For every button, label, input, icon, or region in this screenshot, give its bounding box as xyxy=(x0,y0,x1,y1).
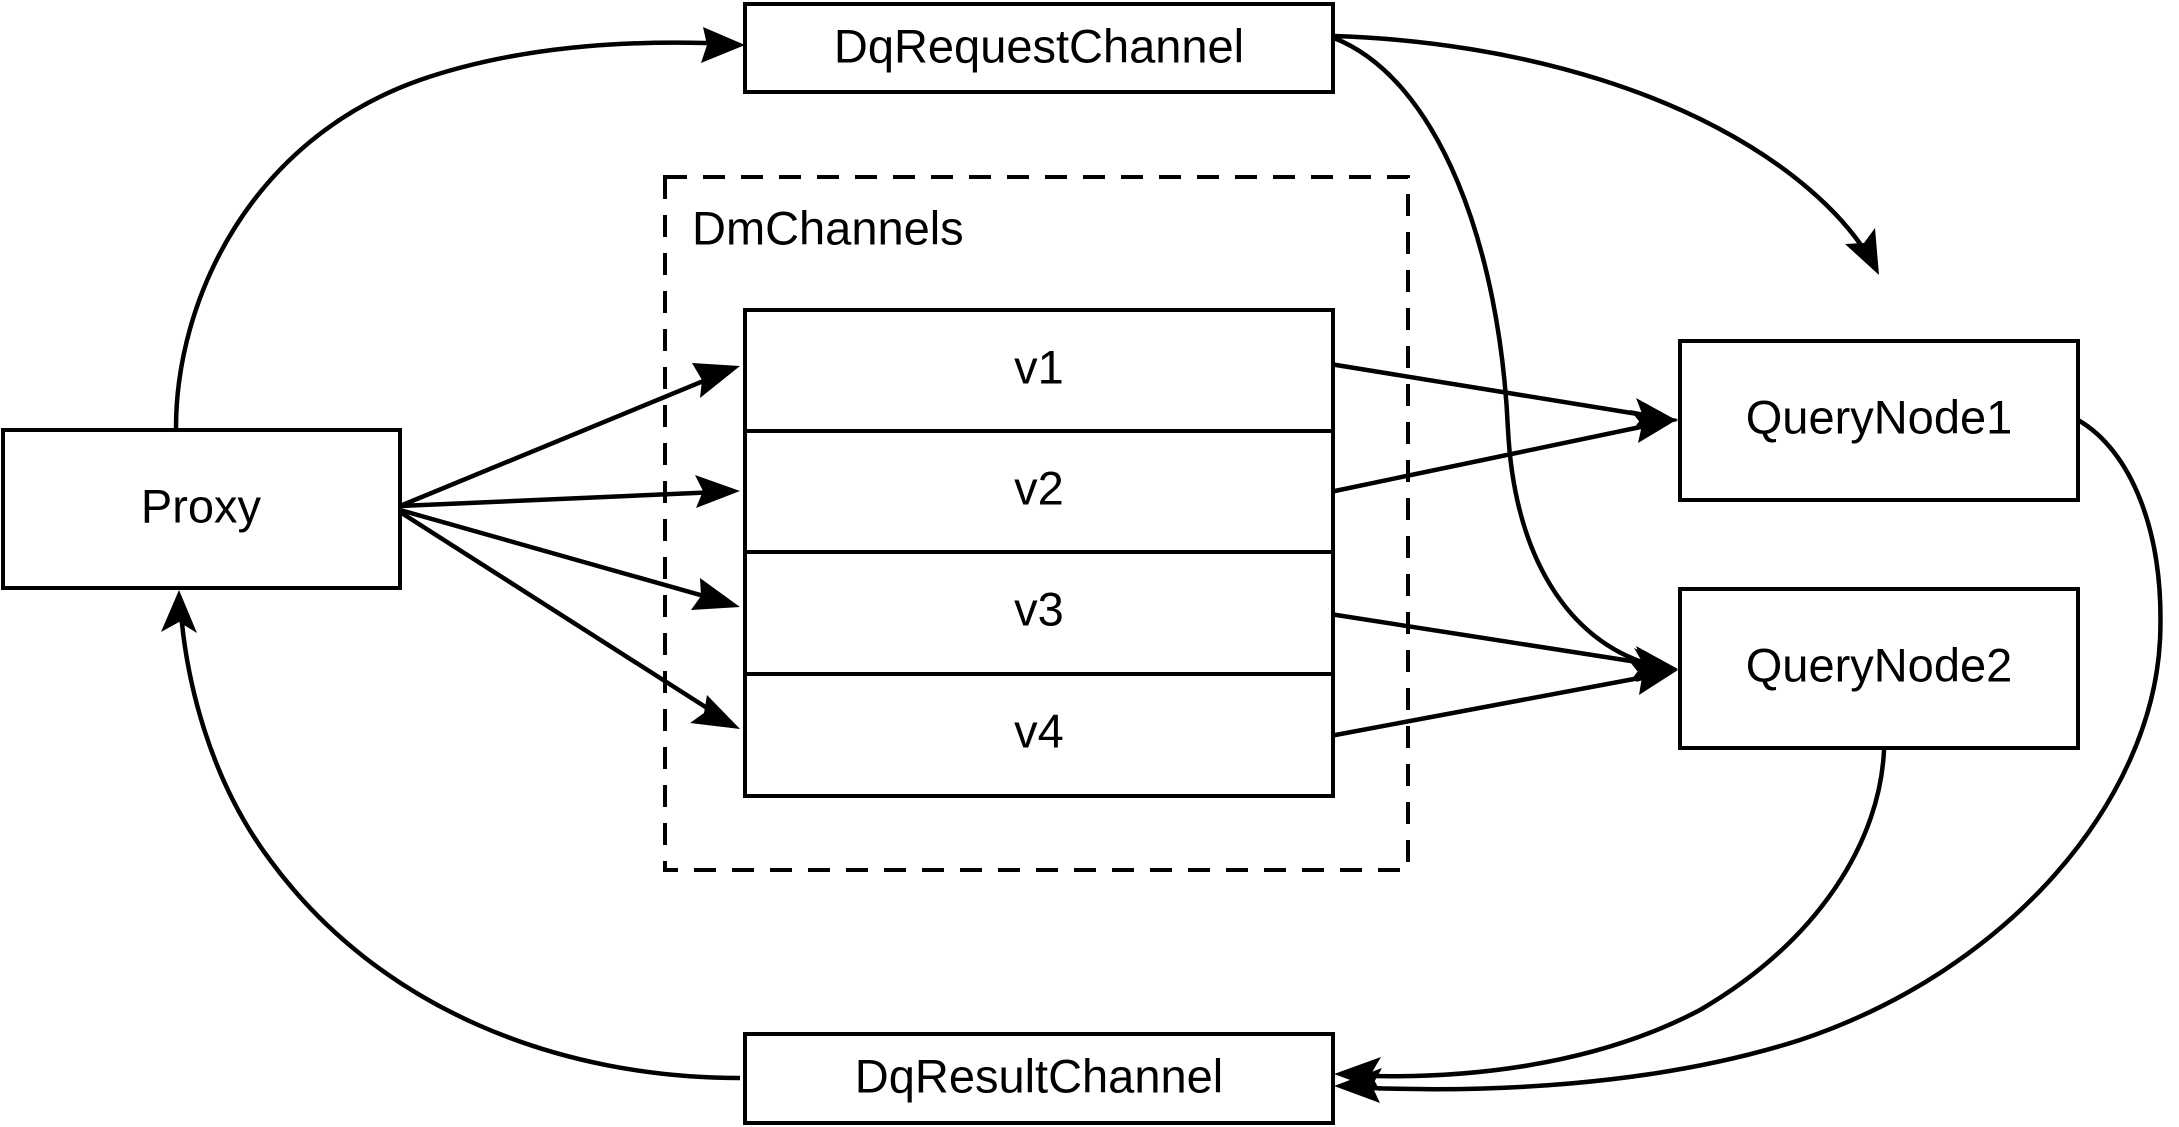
edge-querynode2-to-dqresultchannel xyxy=(1334,749,1887,1091)
channel-item-v1[interactable]: v1 xyxy=(1014,340,1064,393)
proxy-label: Proxy xyxy=(141,479,262,532)
arrowhead xyxy=(691,578,740,610)
edge-dqrequestchannel-to-querynode2 xyxy=(1333,35,1678,682)
arrowhead xyxy=(1630,662,1678,695)
edge-proxy-to-v4 xyxy=(398,510,740,729)
node-dqrequestchannel[interactable]: DqRequestChannel xyxy=(743,2,1335,94)
edge-proxy-to-v2 xyxy=(399,475,740,509)
arrowhead xyxy=(695,475,740,508)
dqresultchannel-label: DqResultChannel xyxy=(855,1049,1223,1102)
edge-proxy-to-v3 xyxy=(399,507,740,610)
dmchannels-group-label: DmChannels xyxy=(692,201,964,254)
edge-dqresultchannel-to-proxy xyxy=(161,590,741,1081)
querynode2-box[interactable] xyxy=(1678,587,2080,750)
edge-querynode1-to-dqresultchannel xyxy=(1334,418,2163,1103)
arrowhead xyxy=(690,695,740,729)
dmchannels-group-box xyxy=(663,175,1410,872)
channel-item-v3[interactable]: v3 xyxy=(1014,582,1064,635)
edge-proxy-to-dqrequestchannel xyxy=(173,27,745,429)
node-proxy[interactable]: Proxy xyxy=(1,428,402,590)
dqrequestchannel-label: DqRequestChannel xyxy=(834,19,1244,72)
edge-v3-to-querynode2 xyxy=(1329,611,1678,679)
channel-item-v4[interactable]: v4 xyxy=(1014,704,1064,757)
arrowhead xyxy=(692,363,740,398)
proxy-box[interactable] xyxy=(1,428,402,590)
querynode1-box[interactable] xyxy=(1678,339,2080,502)
node-querynode1[interactable]: QueryNode1 xyxy=(1678,339,2080,502)
edge-proxy-to-v1 xyxy=(399,363,740,509)
arrowhead xyxy=(701,27,745,63)
dqrequestchannel-box[interactable] xyxy=(743,2,1335,94)
channel-item-v2[interactable]: v2 xyxy=(1014,461,1064,514)
querynode2-label: QueryNode2 xyxy=(1746,638,2013,691)
querynode1-label: QueryNode1 xyxy=(1746,390,2013,443)
node-dqresultchannel[interactable]: DqResultChannel xyxy=(743,1032,1335,1125)
group-dmchannels: DmChannels xyxy=(663,175,1410,872)
arrowhead xyxy=(161,590,197,633)
arrowhead xyxy=(1630,410,1678,443)
dmchannels-stack: v1 v2 v3 v4 xyxy=(743,308,1335,798)
edge-dqrequestchannel-to-querynode1 xyxy=(1333,33,1879,275)
dqresultchannel-box[interactable] xyxy=(743,1032,1335,1125)
arrowhead xyxy=(1334,1057,1381,1091)
edge-v2-to-querynode1 xyxy=(1329,410,1678,495)
node-querynode2[interactable]: QueryNode2 xyxy=(1678,587,2080,750)
arrowhead xyxy=(1845,228,1879,275)
edge-v4-to-querynode2 xyxy=(1329,662,1678,739)
